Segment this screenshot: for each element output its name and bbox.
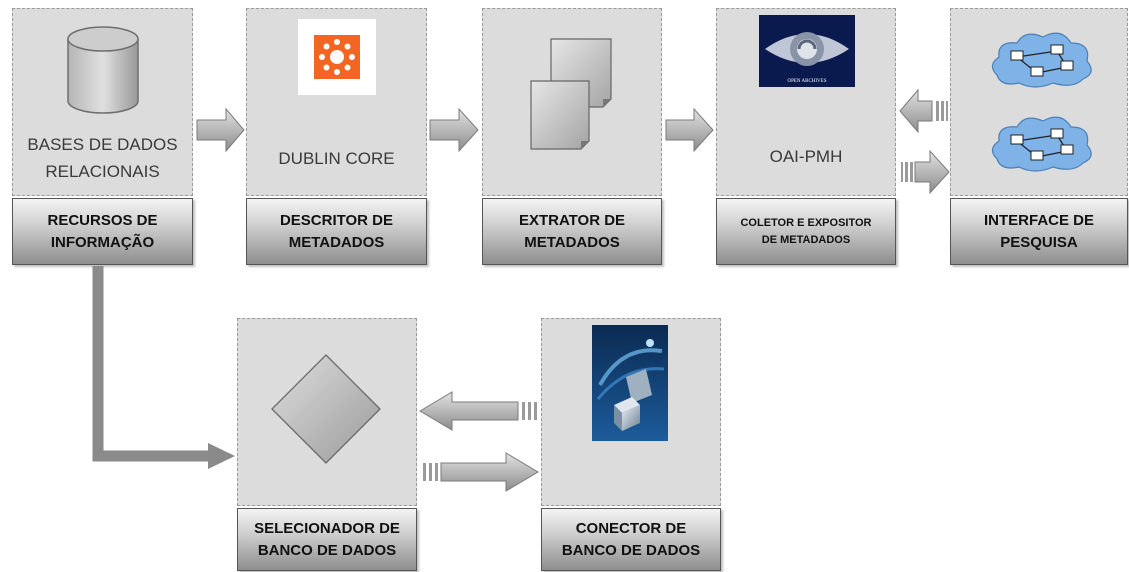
recursos-content-text: BASES DE DADOS RELACIONAIS (27, 135, 178, 181)
coletor-content-text: OAI-PMH (769, 147, 843, 166)
database-cylinder-icon (67, 26, 139, 114)
arrow-conector-to-selecionador (419, 391, 537, 431)
arrow-interface-to-coletor (899, 88, 948, 134)
arrow-descritor-to-extrator (429, 107, 479, 153)
selecionador-caption: SELECIONADOR DE BANCO DE DADOS (237, 508, 417, 571)
extrator-caption: EXTRATOR DE METADADOS (482, 198, 662, 265)
diamond-decision-icon (271, 354, 381, 464)
connector-recursos-to-selecionador (92, 266, 235, 469)
recursos-caption: RECURSOS DE INFORMAÇÃO (12, 198, 193, 265)
open-archives-eye-logo-icon: OPEN ARCHIVES (759, 15, 855, 87)
selecionador-box (237, 318, 417, 506)
descritor-caption: DESCRITOR DE METADADOS (246, 198, 427, 265)
conector-caption: CONECTOR DE BANCO DE DADOS (541, 508, 721, 571)
conector-box (541, 318, 721, 506)
recursos-box: BASES DE DADOS RELACIONAIS (12, 8, 193, 196)
extrator-box (482, 8, 662, 196)
coletor-box: OPEN ARCHIVES OAI-PMH (716, 8, 896, 196)
network-cloud-icon (991, 32, 1092, 172)
descritor-box: DUBLIN CORE (246, 8, 427, 196)
interface-box (950, 8, 1128, 196)
database-connector-image-icon (592, 325, 668, 441)
arrow-extrator-to-coletor (665, 107, 714, 153)
open-archives-logo-text: OPEN ARCHIVES (787, 79, 826, 84)
descritor-content-text: DUBLIN CORE (278, 149, 395, 168)
dublin-core-logo-icon (298, 19, 376, 95)
interface-caption: INTERFACE DE PESQUISA (950, 198, 1128, 265)
arrow-recursos-to-descritor (196, 107, 245, 153)
coletor-caption: COLETOR E EXPOSITOR DE METADADOS (716, 198, 896, 265)
stacked-documents-icon (530, 38, 612, 150)
arrow-coletor-to-interface (901, 149, 950, 195)
arrow-selecionador-to-conector (423, 452, 539, 492)
